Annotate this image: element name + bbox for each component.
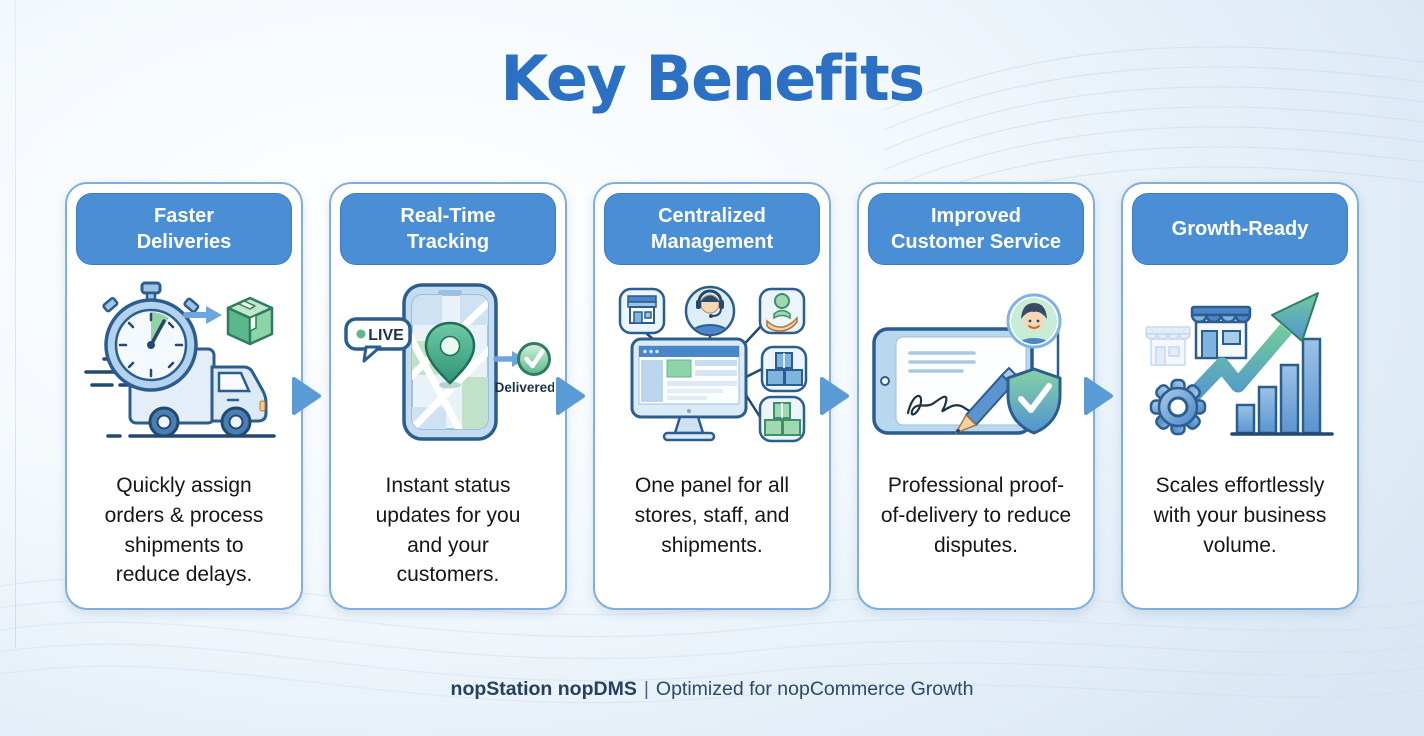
hand-person-node-icon [758, 287, 806, 335]
brand-name: nopStation nopDMS [450, 678, 637, 700]
card-title-badge: Improved Customer Service [868, 193, 1084, 265]
card-title-badge: Real-Time Tracking [340, 193, 556, 265]
live-badge: LIVE [344, 317, 412, 363]
flow-arrow [820, 376, 857, 416]
card-illustration [67, 265, 301, 467]
delivered-check-icon [517, 342, 551, 376]
gear-icon [1149, 378, 1207, 436]
card-description: Scales effortlessly with your business v… [1153, 474, 1327, 557]
store-node-icon [618, 287, 666, 335]
card-title-badge: Growth-Ready [1132, 193, 1348, 265]
card-description: Quickly assign orders & process shipment… [104, 474, 264, 587]
footer-separator: | [643, 678, 649, 700]
flow-arrow [556, 376, 593, 416]
support-agent-icon [684, 285, 736, 337]
card-illustration [595, 265, 829, 467]
card-title-line: Faster [153, 205, 215, 227]
live-dot-icon [356, 329, 366, 339]
live-label: LIVE [368, 327, 404, 344]
growth-arrow-icon [1180, 292, 1319, 409]
stopwatch-icon [102, 281, 200, 392]
package-icon [226, 296, 274, 346]
bar-chart-icon [1230, 337, 1334, 436]
card-description: One panel for all stores, staff, and shi… [634, 474, 790, 557]
customer-avatar-icon [1006, 293, 1062, 349]
flow-arrow-icon [820, 377, 849, 415]
arrow-right-icon [183, 306, 222, 324]
card-title-line: Deliveries [136, 231, 232, 253]
speeding-truck-illustration [84, 281, 276, 438]
card-illustration [1123, 265, 1357, 467]
benefit-card-centralized-management: Centralized Management [593, 182, 831, 610]
green-boxes-node-icon [758, 395, 806, 443]
benefit-card-faster-deliveries: Faster Deliveries [65, 182, 303, 610]
footer-tagline: nopStation nopDMS | Optimized for nopComme… [0, 678, 1424, 701]
card-title-line: Management [650, 231, 774, 253]
card-description: Instant status updates for you and your … [375, 474, 521, 587]
card-title-line: Growth-Ready [1171, 218, 1309, 240]
card-description: Professional proof-of-delivery to reduce… [880, 474, 1072, 557]
footer-text: Optimized for nopCommerce Growth [655, 678, 974, 700]
central-dashboard-illustration [618, 285, 808, 443]
card-illustration: LIVE Delivered [331, 265, 565, 467]
proof-of-delivery-illustration [872, 293, 1062, 435]
location-pin-icon [424, 321, 476, 385]
flow-arrow [292, 376, 329, 416]
card-illustration [859, 265, 1093, 467]
flow-arrow-icon [292, 377, 321, 415]
faded-store-icon [1145, 326, 1191, 366]
card-title-line: Improved [930, 205, 1022, 227]
benefit-card-improved-customer-service: Improved Customer Service [857, 182, 1095, 610]
card-title-line: Customer Service [890, 231, 1062, 253]
card-title-badge: Faster Deliveries [76, 193, 292, 265]
page-edge-line [15, 0, 16, 648]
shield-check-icon [1006, 367, 1062, 435]
phone-tracking-illustration: LIVE Delivered [344, 283, 554, 441]
monitor-dashboard-icon [630, 337, 748, 442]
card-title-line: Real-Time [400, 205, 496, 227]
flow-arrow-icon [1084, 377, 1113, 415]
map-icon [412, 295, 488, 429]
flow-arrow [1084, 376, 1121, 416]
store-icon [1190, 305, 1252, 360]
benefit-cards-row: Faster Deliveries [65, 182, 1359, 610]
signature-scribble [906, 394, 980, 416]
flow-arrow-icon [556, 377, 585, 415]
blue-boxes-node-icon [760, 345, 808, 393]
page-title: Key Benefits [500, 42, 925, 115]
delivered-label: Delivered [495, 380, 554, 395]
benefit-card-growth-ready: Growth-Ready [1121, 182, 1359, 610]
card-title-line: Centralized [658, 205, 766, 227]
card-title-badge: Centralized Management [604, 193, 820, 265]
card-title-line: Tracking [406, 231, 490, 253]
benefit-card-real-time-tracking: Real-Time Tracking [329, 182, 567, 610]
growth-illustration [1145, 292, 1334, 436]
